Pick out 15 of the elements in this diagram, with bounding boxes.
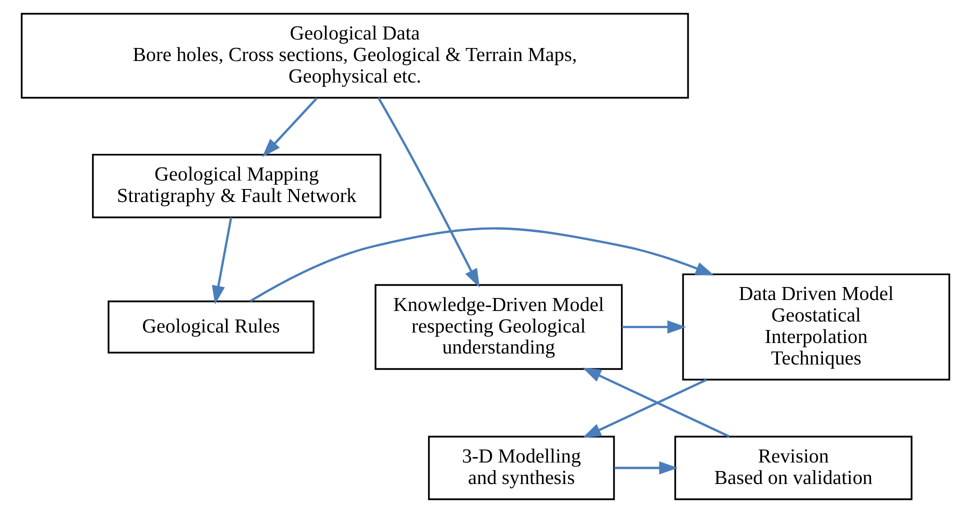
node-box: Geological Mapping Stratigraphy & Fault Network xyxy=(92,154,382,218)
arrow xyxy=(622,320,686,334)
node-box: Revision Based on validation xyxy=(674,436,912,500)
node-box: Geological Rules xyxy=(108,300,314,354)
node-box: Knowledge-Driven Model respecting Geological understanding xyxy=(374,284,623,370)
node-box: Data Driven Model Geostatical Interpolation Techniques xyxy=(682,273,950,381)
arrow xyxy=(262,97,318,158)
node-box: Geological Data Bore holes, Cross sections, Geological & Terrain Maps, Geophysical etc. xyxy=(20,12,689,99)
node-box: 3-D Modelling and synthesis xyxy=(428,436,615,500)
arrow xyxy=(582,378,707,438)
arrow xyxy=(614,461,678,475)
arrow xyxy=(582,368,730,438)
arrow xyxy=(377,97,480,288)
arrow xyxy=(212,217,232,305)
arrow xyxy=(250,227,714,302)
